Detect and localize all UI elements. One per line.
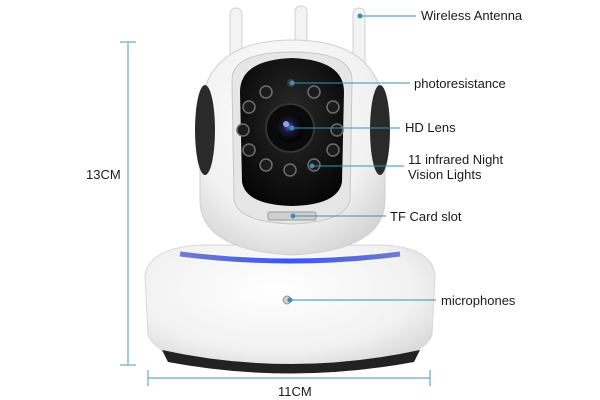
callout-wireless-antenna: Wireless Antenna — [421, 8, 523, 23]
ir-led-ring — [236, 85, 344, 177]
width-label: 11CM — [278, 384, 312, 399]
height-dimension — [120, 41, 136, 366]
width-dimension — [147, 370, 431, 386]
callout-tf-card-slot: TF Card slot — [390, 209, 462, 224]
height-label: 13CM — [86, 167, 121, 182]
callout-ir-line1: 11 infrared Night — [408, 152, 504, 167]
callout-ir-lights: 11 infrared Night Vision Lights — [408, 152, 558, 182]
callout-hd-lens: HD Lens — [405, 120, 456, 135]
callout-ir-line2: Vision Lights — [408, 167, 482, 182]
leader-lines — [287, 13, 436, 303]
callout-microphones: microphones — [441, 293, 516, 308]
callout-photoresistance: photoresistance — [414, 76, 506, 91]
camera-base — [144, 244, 436, 374]
